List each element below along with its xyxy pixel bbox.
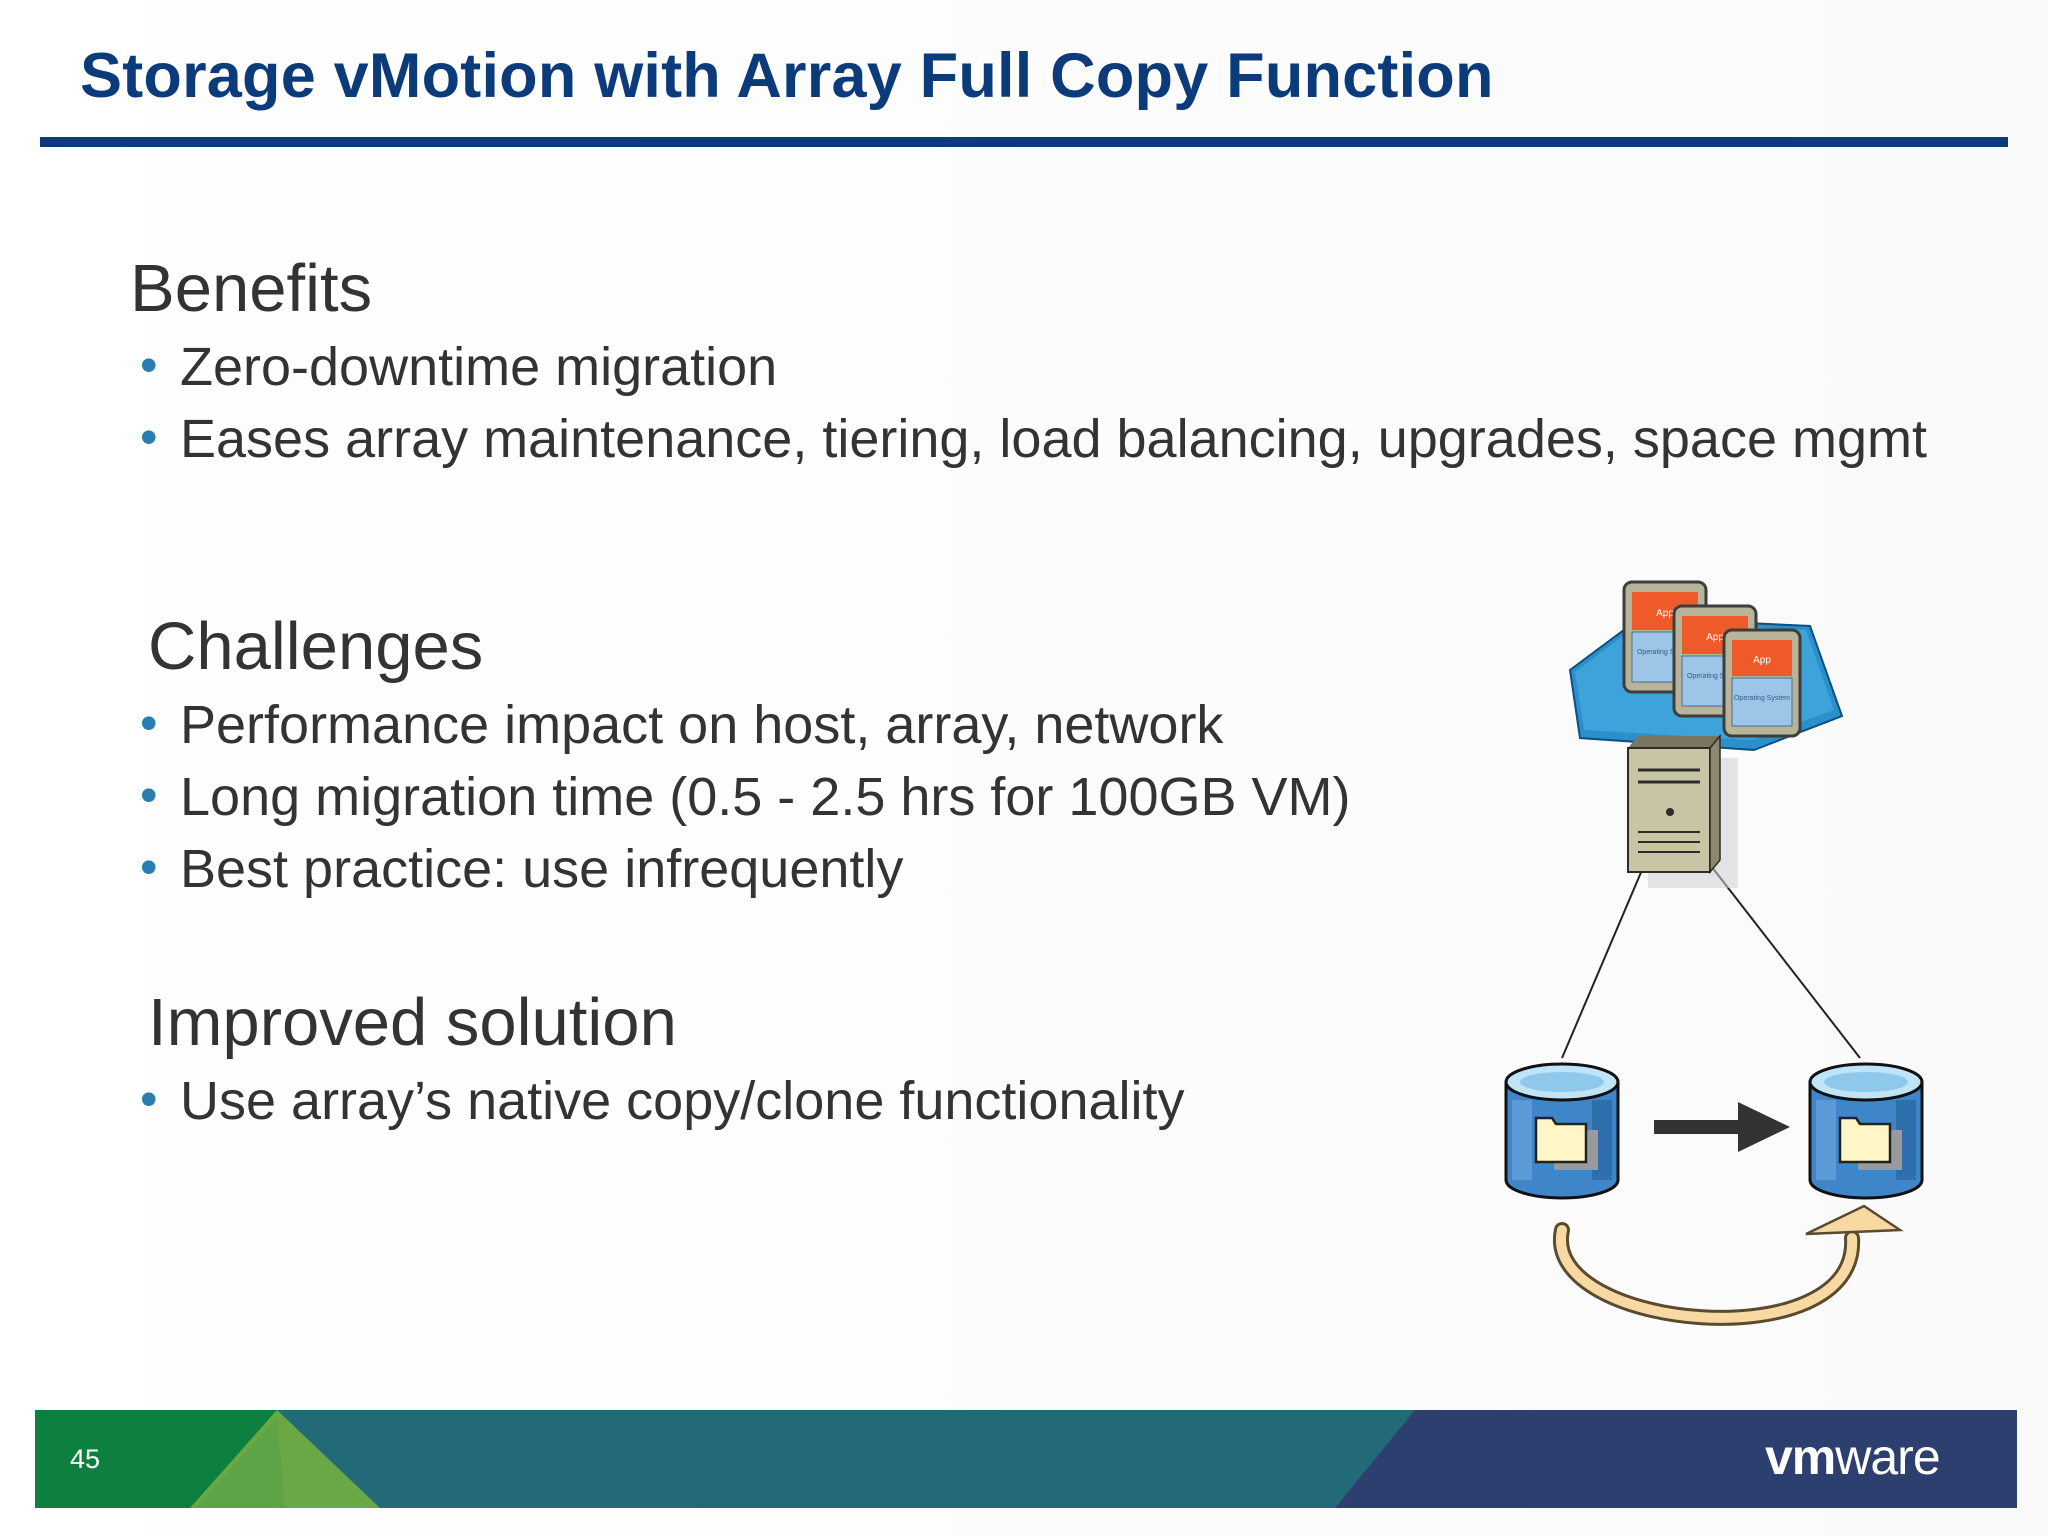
page-number: 45 bbox=[70, 1444, 101, 1474]
host-to-target-line bbox=[1707, 861, 1861, 1059]
array-offload-arrow-icon bbox=[1553, 1204, 1904, 1326]
svg-text:Operating System: Operating System bbox=[1734, 695, 1790, 702]
copy-arrow-icon bbox=[1654, 1102, 1790, 1152]
list-item: •Performance impact on host, array, netw… bbox=[140, 695, 1224, 755]
slide-title: Storage vMotion with Array Full Copy Fun… bbox=[80, 41, 1494, 111]
svg-text:Operating System: Operating System bbox=[1637, 649, 1693, 656]
svg-text:Operating System: Operating System bbox=[1687, 673, 1743, 680]
section-heading-improved-solution: Improved solution bbox=[148, 985, 677, 1060]
svg-text:App: App bbox=[1753, 655, 1771, 666]
list-item: •Best practice: use infrequently bbox=[140, 839, 904, 899]
bullet-icon: • bbox=[140, 695, 158, 751]
bullet-icon: • bbox=[140, 1071, 158, 1127]
improved-solution-list: •Use array’s native copy/clone functiona… bbox=[140, 1071, 1900, 1146]
svg-text:App: App bbox=[1656, 608, 1674, 619]
list-item: •Use array’s native copy/clone functiona… bbox=[140, 1071, 1185, 1131]
bullet-icon: • bbox=[140, 767, 158, 823]
vm-icon: App Operating System bbox=[1722, 628, 1802, 738]
storage-vmotion-diagram: App Operating System App Operating Syste… bbox=[1504, 580, 1924, 1326]
list-item: •Eases array maintenance, tiering, load … bbox=[140, 409, 1927, 469]
list-item: •Long migration time (0.5 - 2.5 hrs for … bbox=[140, 767, 1351, 827]
section-heading-benefits: Benefits bbox=[130, 251, 373, 326]
footer-band bbox=[35, 1410, 2017, 1508]
title-underline bbox=[40, 137, 2008, 147]
server-icon bbox=[1627, 733, 1738, 888]
section-heading-challenges: Challenges bbox=[148, 609, 484, 684]
host-to-source-line bbox=[1561, 869, 1643, 1059]
target-datastore-icon bbox=[1808, 1062, 1924, 1200]
bullet-icon: • bbox=[140, 839, 158, 895]
source-datastore-icon bbox=[1504, 1062, 1620, 1200]
vmware-logo: vmware bbox=[1765, 1429, 1941, 1485]
list-item: •Zero-downtime migration bbox=[140, 337, 778, 397]
svg-text:App: App bbox=[1706, 632, 1724, 643]
challenges-list: •Performance impact on host, array, netw… bbox=[140, 695, 1900, 914]
benefits-list: •Zero-downtime migration •Eases array ma… bbox=[140, 337, 1940, 484]
bullet-icon: • bbox=[140, 409, 158, 465]
bullet-icon: • bbox=[140, 337, 158, 393]
